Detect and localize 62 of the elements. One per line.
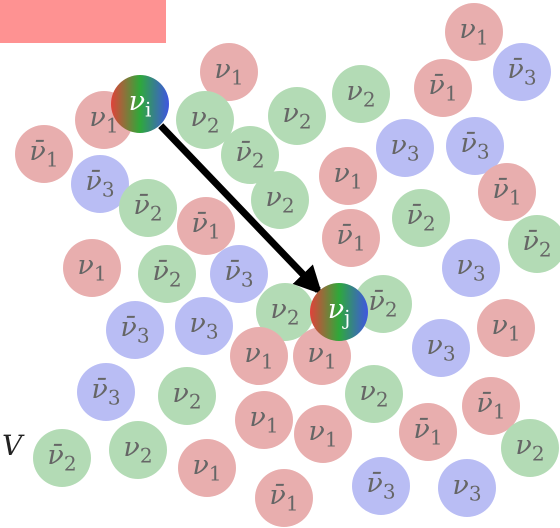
particle-label: ν$_{1}$ (192, 452, 222, 484)
particle-label: ν$_{2}$ (172, 380, 202, 412)
particle-label: ν̄$_{1}$ (413, 416, 443, 448)
particle-label: ν$_{1}$ (308, 418, 338, 450)
particle-label: ν̄$_{2}$ (133, 192, 163, 224)
particle-label: ν$_{1}$ (459, 16, 489, 48)
particle-circle (345, 365, 403, 423)
particle-label: ν̄$_{2}$ (152, 258, 182, 290)
particle-label: ν$_{2}$ (515, 432, 545, 464)
particle-label: ν̄$_{1}$ (476, 390, 506, 422)
particle-label: ν$_{2}$ (282, 100, 312, 132)
particle-label: ν$_{1}$ (244, 340, 274, 372)
particle-label: ν̄$_{2}$ (368, 288, 398, 320)
particle-label: ν$_{j}$ (328, 296, 350, 328)
particle-label: ν̄$_{2}$ (47, 442, 77, 474)
particle-label: ν$_{1}$ (491, 312, 521, 344)
particle-label: ν̄$_{3}$ (224, 258, 254, 290)
particle-label: ν$_{1}$ (77, 252, 107, 284)
particle-label: ν̄$_{2}$ (406, 202, 436, 234)
particle-label: ν$_{1}$ (307, 340, 337, 372)
particle-label: ν$_{2}$ (359, 378, 389, 410)
particle-label: ν$_{3}$ (189, 310, 219, 342)
particle-label: ν$_{1}$ (249, 404, 279, 436)
particle-label: ν̄$_{1}$ (29, 138, 59, 170)
particle-label: ν̄$_{1}$ (428, 72, 458, 104)
particle-label: ν̄$_{1}$ (336, 222, 366, 254)
particle-circle (176, 91, 234, 149)
particle-circle (508, 215, 560, 273)
particle-label: ν$_{1}$ (89, 104, 119, 136)
particle-label: ν$_{3}$ (426, 332, 456, 364)
particle-label: ν$_{1}$ (214, 56, 244, 88)
particle-label: ν$_{2}$ (270, 296, 300, 328)
particle-label: ν̄$_{1}$ (269, 482, 299, 514)
particle-label: ν̄$_{3}$ (91, 376, 121, 408)
particle-label: ν̄$_{3}$ (507, 56, 537, 88)
particle-label: ν$_{3}$ (390, 132, 420, 164)
particle-label: ν$_{2}$ (123, 434, 153, 466)
particle-label: ν̄$_{2}$ (522, 228, 552, 260)
particle-label: ν̄$_{1}$ (191, 210, 221, 242)
particle-circle (210, 245, 268, 303)
particle-label: ν$_{1}$ (333, 160, 363, 192)
particle-label: ν$_{i}$ (128, 88, 152, 120)
particle-label: ν$_{2}$ (190, 104, 220, 136)
particle-label: ν̄$_{3}$ (366, 470, 396, 502)
arrow (158, 123, 322, 294)
particle-circle (399, 403, 457, 461)
particle-circle (442, 239, 500, 297)
particle-label: ν̄$_{3}$ (85, 168, 115, 200)
particle-label: ν̄$_{3}$ (460, 130, 490, 162)
particle-label: ν$_{3}$ (452, 472, 482, 504)
particle-label: ν̄$_{1}$ (492, 176, 522, 208)
side-label: V (2, 432, 22, 460)
particle-circle (414, 59, 472, 117)
particle-circle (177, 197, 235, 255)
particle-label: ν$_{2}$ (265, 184, 295, 216)
particle-label: ν̄$_{3}$ (120, 314, 150, 346)
particle-circle (138, 245, 196, 303)
particle-label: ν$_{2}$ (346, 78, 376, 110)
particle-circle (175, 297, 233, 355)
particle-label: ν̄$_{2}$ (235, 139, 265, 171)
particle-label: ν$_{3}$ (456, 252, 486, 284)
particle-circle (294, 405, 352, 463)
